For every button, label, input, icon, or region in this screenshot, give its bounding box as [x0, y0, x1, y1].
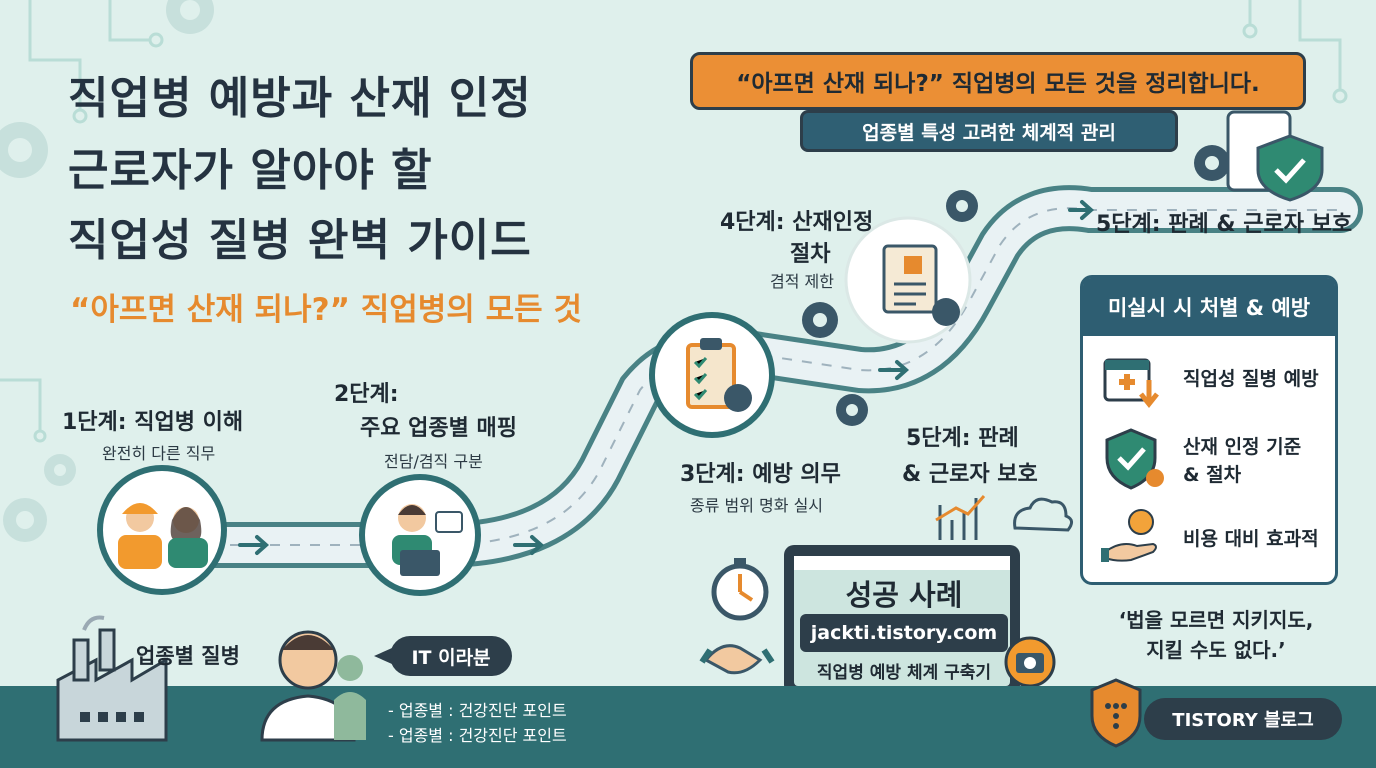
penalty-panel: 미실시 시 처별 & 예방 직업성 질병 예방 산재 인정 기준 & 절차 비용…	[1080, 275, 1338, 585]
title-line-2: 근로자가 알아야 할	[68, 145, 433, 196]
subtitle: “아프면 산재 되나?” 직업병의 모든 것	[70, 292, 582, 328]
success-title: 성공 사례	[845, 578, 963, 612]
title-line-3: 직업성 질병 완벽 가이드	[68, 215, 532, 266]
step-4-title-a: 4단계: 산재인정	[720, 210, 874, 235]
industry-disease-label: 업종별 질병	[136, 644, 240, 668]
panel-item-criteria-a: 산재 인정 기준	[1183, 436, 1302, 458]
document-icon	[844, 216, 972, 344]
handshake-icon	[699, 644, 775, 675]
blog-url-link[interactable]: jackti.tistory.com	[800, 614, 1008, 652]
panel-item-prevention: 직업성 질병 예방	[1183, 368, 1319, 390]
quote-line-2: 지킬 수도 없다.’	[1146, 638, 1286, 662]
clipboard-icon	[649, 312, 775, 438]
shield-check-icon	[1105, 428, 1164, 490]
step-1-title: 1단계: 직업병 이해	[62, 410, 244, 435]
step-2-title-b: 주요 업종별 매핑	[360, 416, 517, 441]
step-4-title-b: 절차	[790, 242, 831, 267]
stopwatch-icon	[711, 558, 769, 621]
step-3-desc: 종류 범위 명화 실시	[690, 496, 824, 515]
step-5b-title-b: & 근로자 보호	[902, 462, 1038, 487]
cloud-icon	[1013, 497, 1073, 532]
calendar-plus-icon	[1103, 358, 1159, 409]
panel-header: 미실시 시 처별 & 예방	[1083, 278, 1335, 336]
panel-item-cost: 비용 대비 효과적	[1183, 528, 1319, 550]
tistory-blog-button[interactable]: TISTORY 블로그	[1144, 698, 1342, 740]
step-3-title: 3단계: 예방 의무	[680, 462, 841, 487]
chart-icon	[935, 495, 986, 540]
shield-check-icon	[1226, 110, 1324, 202]
top-banner: “아프면 산재 되나?” 직업병의 모든 것을 정리합니다.	[690, 52, 1306, 110]
step-5b-title-a: 5단계: 판례	[906, 426, 1019, 451]
shield-logo-icon	[1090, 678, 1142, 748]
top-banner-sub: 업종별 특성 고려한 체계적 관리	[800, 110, 1178, 152]
camera-icon	[1004, 636, 1056, 688]
panel-item-criteria-b: & 절차	[1183, 464, 1242, 486]
title-line-1: 직업병 예방과 산재 인정	[68, 73, 532, 124]
step-2-title-a: 2단계:	[334, 382, 399, 407]
bullet-item-2: - 업종별 : 건강진단 포인트	[388, 726, 567, 745]
coin-hand-icon	[1101, 509, 1157, 562]
quote: ‘법을 모르면 지키지도, 지킬 수도 없다.’	[1096, 605, 1336, 665]
step-2-desc: 전담/겸직 구분	[384, 452, 483, 471]
step-1-desc: 완전히 다른 직무	[102, 444, 216, 463]
success-caption: 직업병 예방 체계 구축기	[816, 663, 992, 683]
quote-line-1: ‘법을 모르면 지키지도,	[1118, 608, 1314, 632]
bullet-item-1: - 업종별 : 건강진단 포인트	[388, 701, 567, 720]
step-5-title: 5단계: 판례 & 근로자 보호	[1096, 212, 1353, 237]
developer-icon	[359, 474, 481, 596]
doctor-icon	[260, 630, 366, 742]
factory-icon	[56, 615, 168, 742]
it-label-pill: IT 이라분	[390, 636, 512, 676]
worker-icon	[97, 465, 227, 595]
step-4-desc: 겸적 제한	[770, 272, 834, 291]
